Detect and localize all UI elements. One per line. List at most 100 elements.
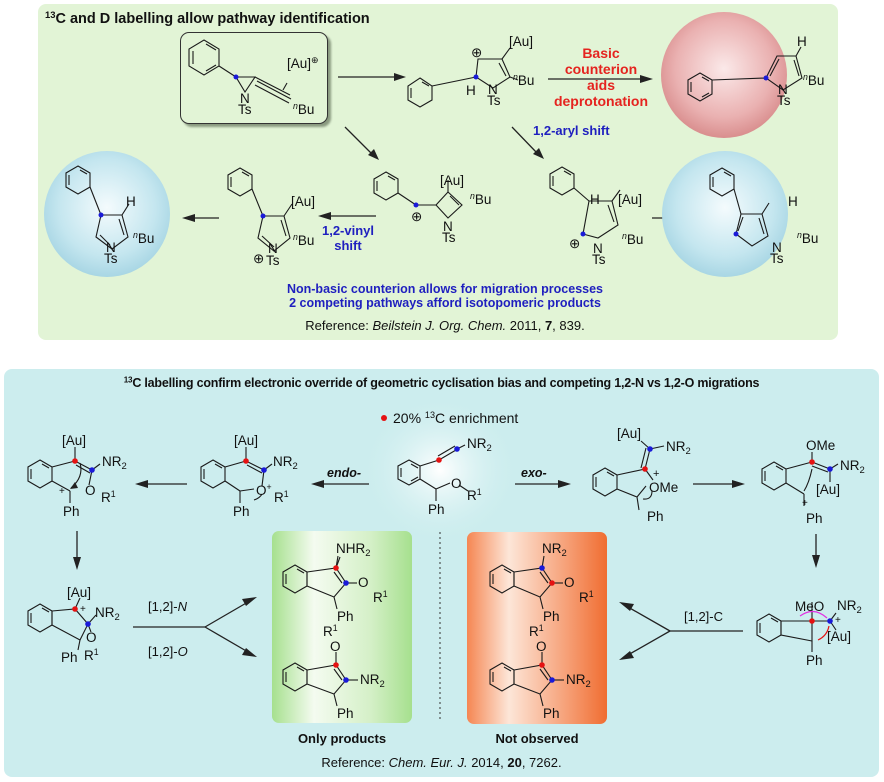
label-dot-blue	[539, 565, 545, 571]
exo-ox-ome: OMe	[649, 480, 679, 495]
aryl-shift-product-structure	[709, 167, 770, 247]
endo-label: endo-	[327, 466, 362, 480]
cyclised-cation-structure	[407, 47, 519, 108]
nobs-bottom-nr2: NR2	[566, 672, 591, 690]
not-observed-caption: Not observed	[495, 731, 579, 746]
aryl-int-h: H	[590, 192, 600, 207]
label-dot-red	[436, 457, 442, 463]
endo-ox-ph: Ph	[233, 504, 250, 519]
exo-ox-nr2: NR2	[666, 439, 691, 457]
arrowhead	[311, 480, 324, 488]
obs-top-o: O	[358, 575, 369, 590]
start-r1: R1	[467, 487, 482, 503]
arrowhead	[368, 149, 379, 160]
product-sphere-blue-left	[44, 151, 170, 277]
endo-cat-ph: Ph	[63, 504, 80, 519]
label-dot-blue	[413, 202, 419, 208]
arrowhead	[394, 73, 406, 81]
left-product-h: H	[126, 194, 136, 209]
arrowhead	[533, 148, 544, 159]
right-product-n: N	[772, 240, 782, 255]
arrowhead	[619, 651, 634, 660]
arrowhead	[182, 214, 195, 222]
label-dot-blue	[260, 213, 266, 219]
cation-metal-label: [Au]	[509, 34, 534, 49]
migration-n-label: [1,2]-N	[148, 599, 188, 614]
bottom-reference: Reference: Chem. Eur. J. 2014, 20, 7262.	[321, 755, 562, 770]
indenyl-ph: Ph	[61, 650, 78, 665]
endo-cat-r1: R1	[101, 489, 116, 505]
label-dot-red	[333, 662, 339, 668]
start-o: O	[451, 476, 462, 491]
arrowhead	[242, 648, 257, 657]
observed-caption: Only products	[297, 731, 387, 746]
obs-bottom-r1: R1	[323, 623, 338, 639]
cyclobutene-meo: MeO	[795, 599, 825, 614]
cation-bu-label: nBu	[513, 72, 535, 88]
arrowhead	[558, 480, 571, 488]
aryl-int-charge: ⊕	[569, 236, 581, 251]
cation-charge: ⊕	[471, 45, 483, 60]
left-product-ts: Ts	[104, 251, 118, 266]
label-dot-blue	[580, 231, 586, 237]
exo-cat-metal: [Au]	[816, 482, 841, 497]
label-dot-blue	[454, 446, 460, 452]
indenyl-r1: R1	[84, 647, 99, 663]
endo-ox-r1: R1	[274, 489, 289, 505]
label-dot-red	[72, 458, 78, 464]
endo-cat-metal: [Au]	[62, 433, 87, 448]
cation-h-label: H	[466, 83, 476, 98]
obs-top-r1: R1	[373, 589, 388, 605]
observed-products-box	[272, 531, 412, 723]
right-product-ts: Ts	[770, 251, 784, 266]
start-glow	[360, 395, 520, 545]
not-observed-products-box	[467, 532, 607, 724]
cyclobutene-nr2: NR2	[837, 598, 862, 616]
right-product-bu: nBu	[797, 230, 819, 246]
obs-bottom-ph: Ph	[337, 706, 354, 721]
indenyl-o: O	[86, 630, 97, 645]
nobs-bottom-r1: R1	[529, 623, 544, 639]
title-text: C and D labelling allow pathway identifi…	[55, 11, 370, 27]
arrowhead	[318, 212, 331, 220]
red-product-h: H	[797, 34, 807, 49]
nobs-top-ph: Ph	[543, 609, 560, 624]
label-dot-red	[549, 580, 555, 586]
exo-cation-structure	[761, 452, 839, 506]
exo-cat-ph: Ph	[806, 511, 823, 526]
vinyl-shift-intermediate-structure	[227, 167, 293, 252]
title-superscript: 13	[45, 8, 56, 20]
arrowhead	[135, 480, 148, 488]
arrowhead	[619, 602, 634, 611]
exo-oxonium-structure	[592, 440, 665, 511]
start-phenyl-ring	[188, 39, 292, 104]
arrowhead	[732, 480, 745, 488]
migration-c-label: [1,2]-C	[684, 609, 724, 624]
label-dot-blue	[233, 74, 239, 80]
indenyl-metal: [Au]	[67, 585, 92, 600]
aryl-shift-intermediate-structure	[549, 166, 621, 239]
start-material-structure	[397, 444, 469, 501]
obs-top-ph: Ph	[337, 609, 354, 624]
label-dot-blue	[827, 618, 833, 624]
obs-bottom-nr2: NR2	[360, 672, 385, 690]
aryl-shift-label: 1,2-aryl shift	[533, 123, 610, 138]
label-dot-blue	[343, 580, 349, 586]
label-dot-red	[642, 466, 648, 472]
aryl-int-bu: nBu	[622, 231, 644, 247]
indenyl-plus: +	[80, 604, 86, 615]
cation-n-label: N	[488, 82, 498, 97]
label-dot-blue	[763, 75, 769, 81]
start-ts-label: Ts	[238, 102, 252, 117]
vinyl-int-bu: nBu	[293, 232, 315, 248]
label-dot-blue	[85, 621, 91, 627]
left-product-n: N	[106, 240, 116, 255]
endo-cat-nr2: NR2	[102, 454, 127, 472]
azetine-ts: Ts	[442, 230, 456, 245]
exo-ox-metal: [Au]	[617, 426, 642, 441]
azetine-metal: [Au]	[440, 173, 465, 188]
